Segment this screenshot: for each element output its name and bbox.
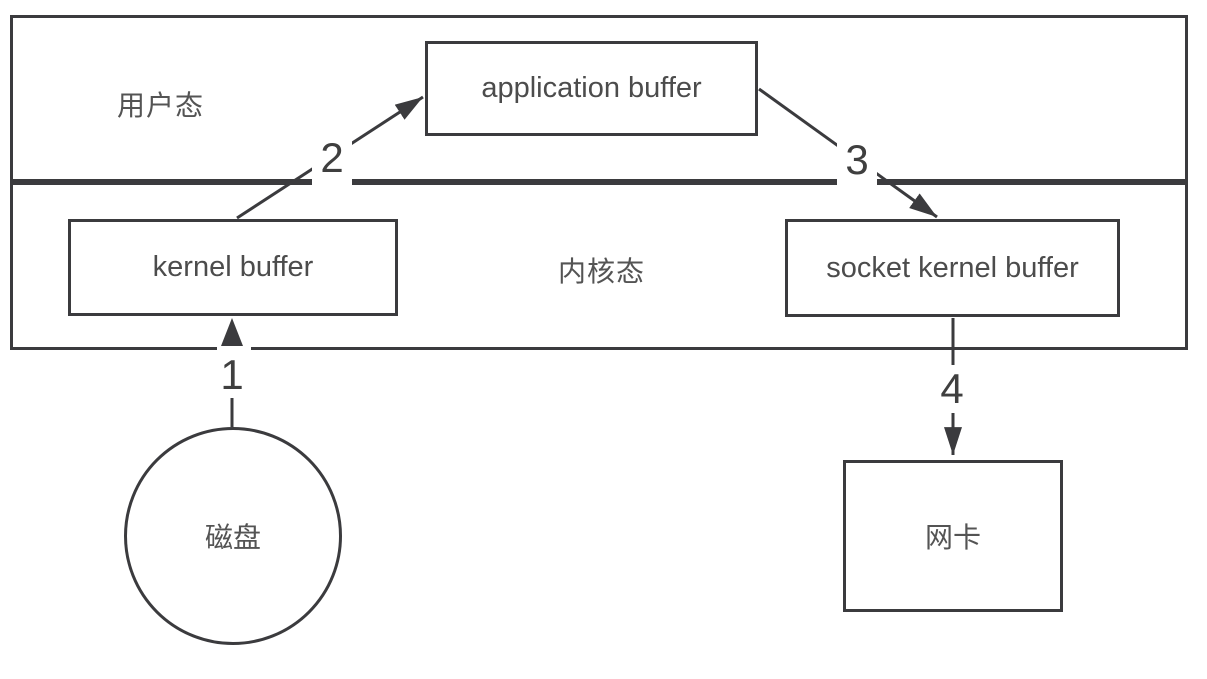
user-mode-label: 用户态 — [117, 90, 205, 121]
kernel-buffer-label: kernel buffer — [152, 251, 314, 283]
disk-label: 磁盘 — [204, 522, 261, 553]
application-buffer-label: application buffer — [481, 72, 702, 104]
node-socket-kernel-buffer: socket kernel buffer — [785, 219, 1120, 317]
node-network-card: 网卡 — [843, 460, 1063, 612]
step-3-label: 3 — [837, 132, 877, 187]
node-kernel-buffer: kernel buffer — [68, 219, 398, 316]
step-2-label: 2 — [312, 130, 352, 185]
network-card-label: 网卡 — [924, 522, 981, 553]
step-1-label: 1 — [212, 352, 252, 398]
socket-kernel-buffer-label: socket kernel buffer — [826, 251, 1079, 284]
step-4-label: 4 — [932, 365, 972, 413]
node-application-buffer: application buffer — [425, 41, 758, 136]
kernel-mode-label: 内核态 — [558, 256, 646, 287]
node-disk: 磁盘 — [124, 427, 342, 645]
